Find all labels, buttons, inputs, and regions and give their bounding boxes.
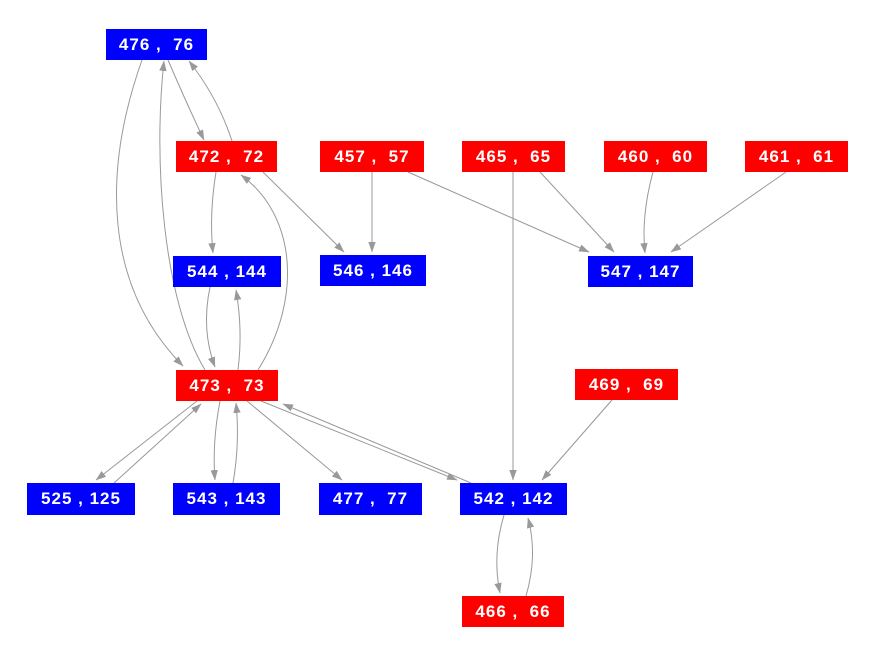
edges-group [95, 59, 787, 597]
edge-461-to-547 [670, 171, 787, 253]
edge-473-to-477 [246, 400, 343, 481]
graph-node-466: 466 , 66 [462, 596, 564, 627]
edge-473-to-542 [260, 400, 458, 481]
graph-node-544: 544 , 144 [173, 256, 281, 287]
graph-node-525: 525 , 125 [27, 483, 135, 515]
graph-node-457: 457 , 57 [320, 141, 424, 172]
graph-node-461: 461 , 61 [745, 141, 848, 172]
edge-473-to-544 [234, 289, 242, 371]
graph-node-473: 473 , 73 [176, 370, 278, 401]
edge-466-to-542 [525, 517, 535, 597]
graph-node-543: 543 , 143 [173, 483, 280, 515]
graph-node-547: 547 , 147 [588, 256, 693, 287]
edge-473-to-543 [210, 400, 221, 481]
graph-node-472: 472 , 72 [176, 141, 277, 172]
edge-542-to-466 [494, 514, 505, 594]
edge-457-to-547 [407, 171, 590, 253]
edge-460-to-547 [640, 171, 654, 254]
edge-525-to-473 [113, 403, 202, 484]
graph-node-476: 476 , 76 [106, 29, 207, 60]
edge-542-to-473 [282, 403, 472, 484]
edge-469-to-542 [541, 399, 613, 481]
graph-node-460: 460 , 60 [604, 141, 707, 172]
edge-472-to-544 [208, 171, 217, 254]
edge-472-to-476 [188, 60, 233, 142]
graph-node-477: 477 , 77 [319, 483, 422, 515]
edge-476-to-473 [116, 59, 184, 367]
edge-543-to-473 [232, 402, 241, 484]
graph-node-469: 469 , 69 [575, 369, 678, 400]
edge-544-to-473 [205, 286, 216, 368]
graph-node-546: 546 , 146 [320, 255, 426, 286]
edge-473-to-525 [95, 400, 198, 481]
graph-node-465: 465 , 65 [462, 141, 565, 172]
edge-472-to-546 [262, 171, 345, 253]
edge-473-to-476 [159, 60, 206, 371]
graph-node-542: 542 , 142 [460, 483, 567, 515]
edge-476-to-472 [167, 59, 205, 141]
edge-465-to-547 [539, 171, 615, 253]
edge-473-to-472 [240, 174, 289, 371]
